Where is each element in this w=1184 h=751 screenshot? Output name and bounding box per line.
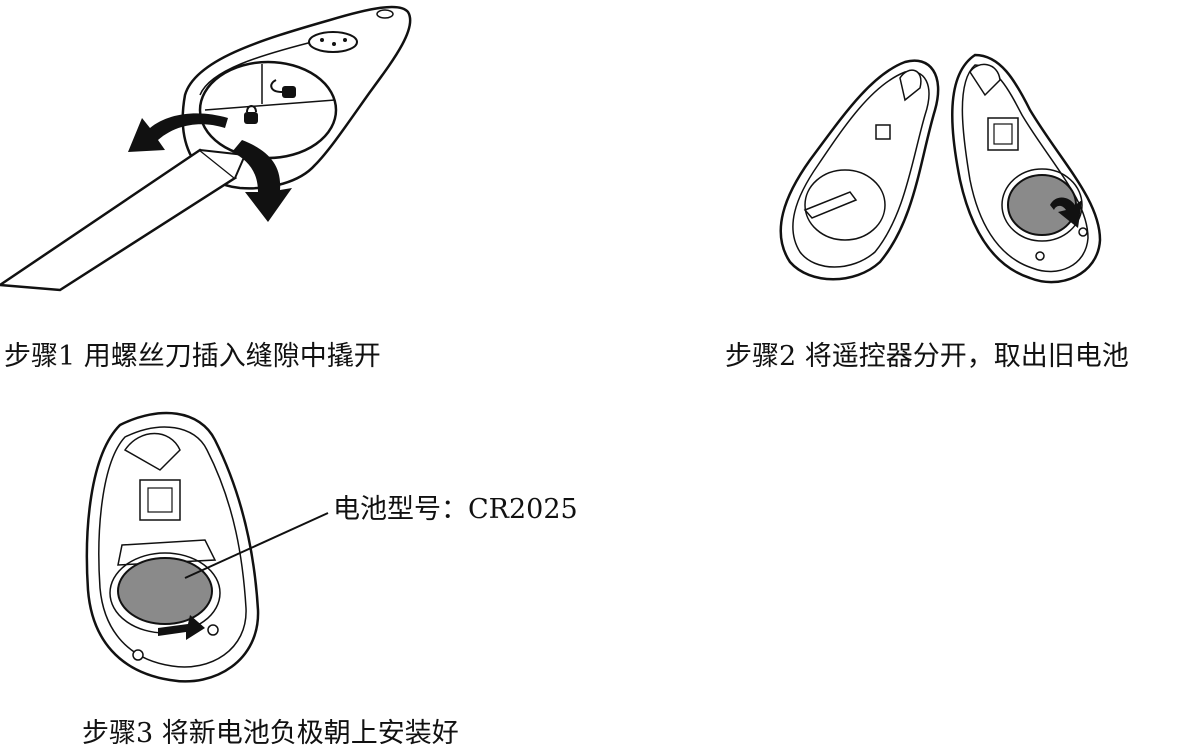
rotate-arrow-left-icon xyxy=(128,113,228,152)
step2-caption: 步骤2 将遥控器分开，取出旧电池 xyxy=(725,341,1129,372)
step3-caption: 步骤3 将新电池负极朝上安装好 xyxy=(82,718,459,749)
insert-arrow-icon xyxy=(158,615,205,640)
remove-arrow-icon xyxy=(1050,197,1082,228)
battery-type-callout: 电池型号：CR2025 xyxy=(333,494,578,525)
step1-caption: 步骤1 用螺丝刀插入缝隙中撬开 xyxy=(4,341,381,372)
lock-icon xyxy=(244,105,258,124)
callout-leader-line xyxy=(184,512,329,579)
rotate-arrow-right-icon xyxy=(232,140,292,222)
unlock-icon xyxy=(270,79,296,98)
new-battery xyxy=(117,557,213,625)
brand-emblem-icon xyxy=(308,31,358,53)
